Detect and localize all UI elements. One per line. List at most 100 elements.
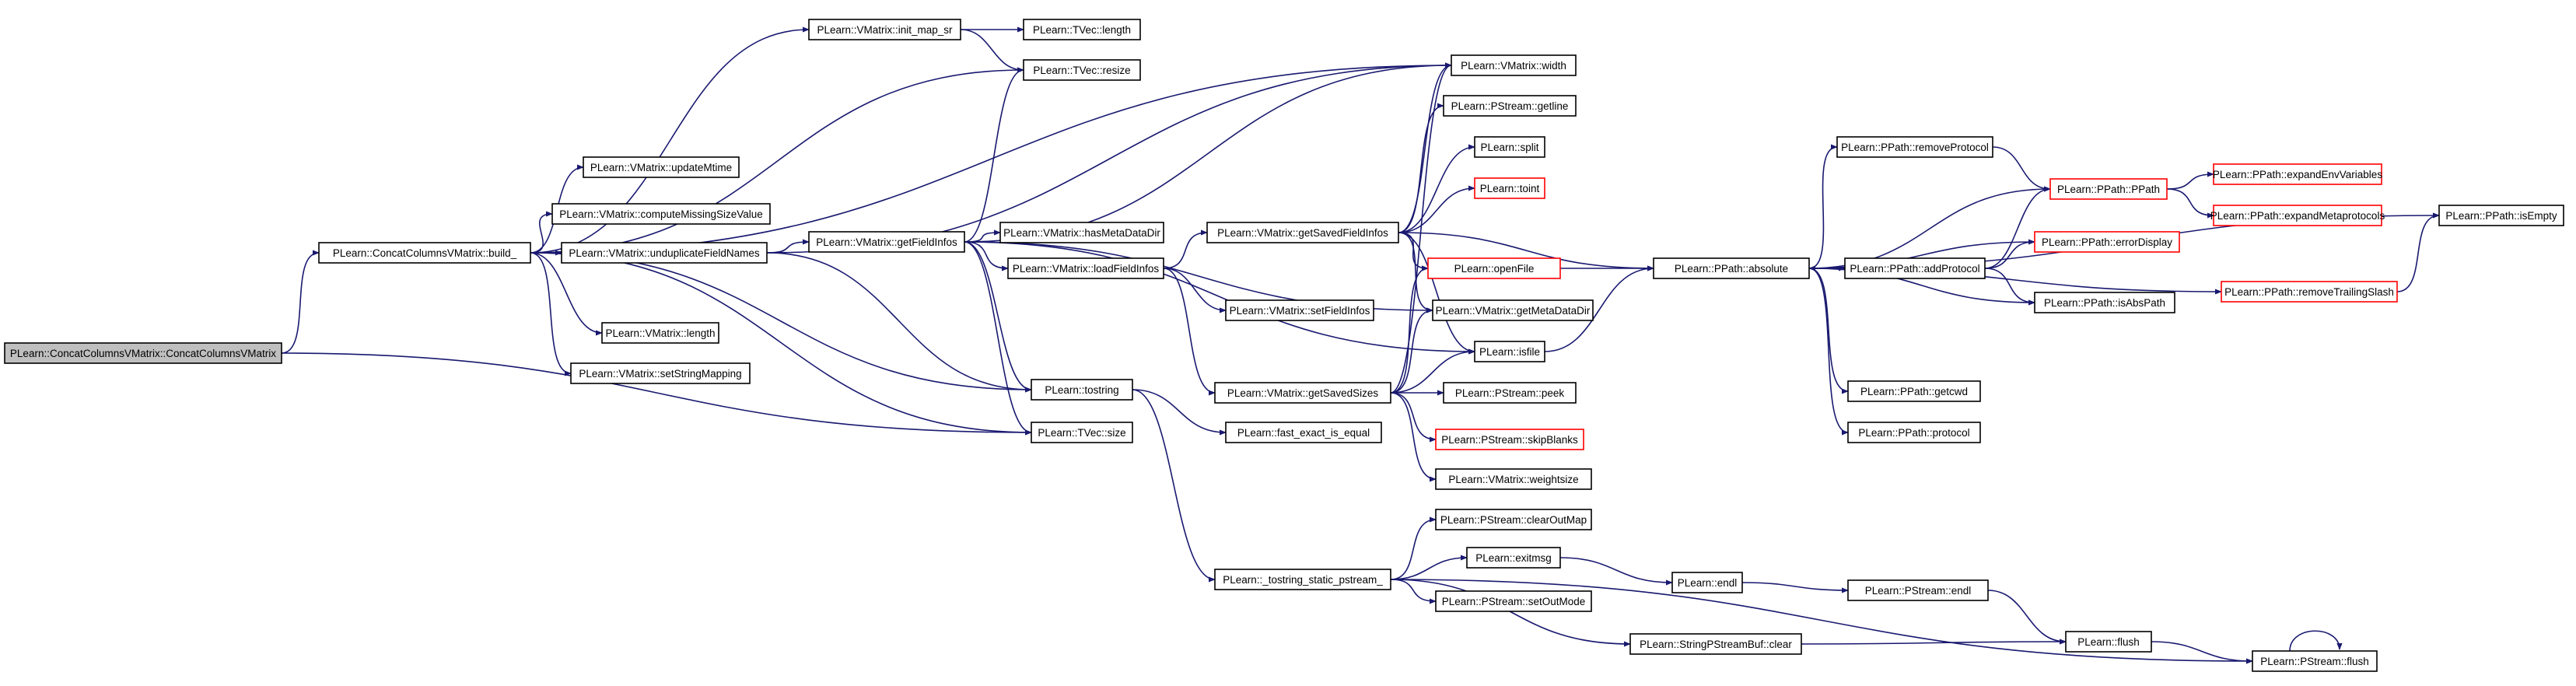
node-box[interactable] xyxy=(1629,633,1802,655)
node-spsbclear[interactable]: PLearn::StringPStreamBuf::clear xyxy=(1629,633,1802,655)
node-expenv[interactable]: PLearn::PPath::expandEnvVariables xyxy=(2213,163,2382,185)
node-box[interactable] xyxy=(2213,163,2382,185)
node-box[interactable] xyxy=(570,362,751,384)
node-label[interactable]: PLearn::PPath::errorDisplay xyxy=(2042,236,2172,248)
node-label[interactable]: PLearn::VMatrix::getFieldInfos xyxy=(816,236,957,248)
node-label[interactable]: PLearn::split xyxy=(1480,142,1538,153)
node-box[interactable] xyxy=(2438,205,2564,226)
node-build[interactable]: PLearn::ConcatColumnsVMatrix::build_ xyxy=(318,242,531,264)
node-box[interactable] xyxy=(318,242,531,264)
node-box[interactable] xyxy=(1847,422,1981,443)
node-removeproto[interactable]: PLearn::PPath::removeProtocol xyxy=(1836,136,1993,158)
node-label[interactable]: PLearn::StringPStreamBuf::clear xyxy=(1640,639,1792,650)
node-undup[interactable]: PLearn::VMatrix::unduplicateFieldNames xyxy=(561,242,768,264)
node-isfile[interactable]: PLearn::isfile xyxy=(1474,341,1545,362)
node-box[interactable] xyxy=(1427,257,1561,279)
node-label[interactable]: PLearn::VMatrix::weightsize xyxy=(1448,474,1578,485)
node-label[interactable]: PLearn::PPath::isAbsPath xyxy=(2044,297,2165,309)
node-label[interactable]: PLearn::VMatrix::length xyxy=(605,327,715,339)
node-resize[interactable]: PLearn::TVec::resize xyxy=(1023,59,1141,81)
node-box[interactable] xyxy=(1466,547,1561,569)
node-label[interactable]: PLearn::toint xyxy=(1480,183,1540,194)
node-weightsize[interactable]: PLearn::VMatrix::weightsize xyxy=(1435,468,1592,490)
node-label[interactable]: PLearn::ConcatColumnsVMatrix::ConcatColu… xyxy=(10,348,276,359)
node-box[interactable] xyxy=(1214,382,1391,404)
node-addproto[interactable]: PLearn::PPath::addProtocol xyxy=(1844,257,1986,279)
node-box[interactable] xyxy=(601,322,719,344)
node-label[interactable]: PLearn::VMatrix::setStringMapping xyxy=(579,368,741,380)
node-box[interactable] xyxy=(1653,257,1810,279)
node-box[interactable] xyxy=(1214,569,1391,590)
node-label[interactable]: PLearn::PPath::isEmpty xyxy=(2445,210,2557,222)
node-psflush[interactable]: PLearn::PStream::flush xyxy=(2252,650,2378,672)
node-box[interactable] xyxy=(1435,468,1592,490)
node-tostring[interactable]: PLearn::tostring xyxy=(1031,379,1133,401)
node-box[interactable] xyxy=(1474,136,1545,158)
node-openfile[interactable]: PLearn::openFile xyxy=(1427,257,1561,279)
node-label[interactable]: PLearn::isfile xyxy=(1479,346,1540,358)
node-rmtrail[interactable]: PLearn::PPath::removeTrailingSlash xyxy=(2221,281,2398,303)
node-label[interactable]: PLearn::PStream::peek xyxy=(1455,387,1565,399)
node-box[interactable] xyxy=(808,231,965,253)
node-root[interactable]: PLearn::ConcatColumnsVMatrix::ConcatColu… xyxy=(4,342,282,364)
node-box[interactable] xyxy=(1206,222,1399,243)
node-label[interactable]: PLearn::PStream::flush xyxy=(2260,656,2369,667)
node-getline[interactable]: PLearn::PStream::getline xyxy=(1443,95,1577,117)
node-label[interactable]: PLearn::_tostring_static_pstream_ xyxy=(1223,574,1383,586)
node-getmeta[interactable]: PLearn::VMatrix::getMetaDataDir xyxy=(1432,299,1594,321)
node-fastexact[interactable]: PLearn::fast_exact_is_equal xyxy=(1225,422,1382,443)
node-box[interactable] xyxy=(1435,590,1592,612)
node-box[interactable] xyxy=(1435,429,1584,450)
node-loadfi[interactable]: PLearn::VMatrix::loadFieldInfos xyxy=(1007,257,1164,279)
node-expmeta[interactable]: PLearn::PPath::expandMetaprotocols xyxy=(2210,205,2385,226)
node-box[interactable] xyxy=(551,203,771,225)
node-label[interactable]: PLearn::PStream::skipBlanks xyxy=(1441,434,1578,446)
node-label[interactable]: PLearn::PPath::getcwd xyxy=(1860,386,1968,397)
node-box[interactable] xyxy=(1031,379,1133,401)
node-setfi[interactable]: PLearn::VMatrix::setFieldInfos xyxy=(1225,299,1374,321)
node-tveclen[interactable]: PLearn::TVec::length xyxy=(1023,19,1141,40)
node-exitmsg[interactable]: PLearn::exitmsg xyxy=(1466,547,1561,569)
node-box[interactable] xyxy=(1023,19,1141,40)
node-tsp[interactable]: PLearn::_tostring_static_pstream_ xyxy=(1214,569,1391,590)
node-label[interactable]: PLearn::VMatrix::getSavedSizes xyxy=(1227,387,1379,399)
node-box[interactable] xyxy=(1225,299,1374,321)
node-box[interactable] xyxy=(1432,299,1594,321)
node-label[interactable]: PLearn::VMatrix::loadFieldInfos xyxy=(1013,263,1160,275)
node-box[interactable] xyxy=(2065,631,2152,653)
node-box[interactable] xyxy=(2049,178,2168,200)
node-initmap[interactable]: PLearn::VMatrix::init_map_sr xyxy=(808,19,961,40)
node-label[interactable]: PLearn::TVec::resize xyxy=(1033,65,1130,76)
node-label[interactable]: PLearn::VMatrix::init_map_sr xyxy=(817,24,953,36)
node-label[interactable]: PLearn::VMatrix::computeMissingSizeValue xyxy=(559,208,763,220)
node-compmiss[interactable]: PLearn::VMatrix::computeMissingSizeValue xyxy=(551,203,771,225)
node-hasmeta[interactable]: PLearn::VMatrix::hasMetaDataDir xyxy=(999,222,1164,243)
node-label[interactable]: PLearn::TVec::length xyxy=(1033,24,1131,36)
node-setoutmode[interactable]: PLearn::PStream::setOutMode xyxy=(1435,590,1592,612)
node-label[interactable]: PLearn::VMatrix::width xyxy=(1461,60,1566,72)
node-box[interactable] xyxy=(1844,257,1986,279)
node-box[interactable] xyxy=(1847,579,1989,601)
node-box[interactable] xyxy=(1474,341,1545,362)
node-pppath[interactable]: PLearn::PPath::PPath xyxy=(2049,178,2168,200)
node-label[interactable]: PLearn::openFile xyxy=(1454,263,1535,275)
node-box[interactable] xyxy=(1847,380,1981,402)
node-label[interactable]: PLearn::PPath::removeTrailingSlash xyxy=(2224,286,2394,298)
node-box[interactable] xyxy=(2034,292,2175,313)
node-label[interactable]: PLearn::VMatrix::updateMtime xyxy=(590,162,732,173)
node-label[interactable]: PLearn::PPath::absolute xyxy=(1675,263,1788,275)
node-box[interactable] xyxy=(1474,177,1545,199)
node-label[interactable]: PLearn::PStream::getline xyxy=(1451,100,1569,112)
node-label[interactable]: PLearn::PPath::removeProtocol xyxy=(1841,142,1989,153)
node-box[interactable] xyxy=(2034,231,2180,253)
node-errdisp[interactable]: PLearn::PPath::errorDisplay xyxy=(2034,231,2180,253)
node-box[interactable] xyxy=(1451,54,1577,76)
node-setsm[interactable]: PLearn::VMatrix::setStringMapping xyxy=(570,362,751,384)
node-protocol[interactable]: PLearn::PPath::protocol xyxy=(1847,422,1981,443)
node-width[interactable]: PLearn::VMatrix::width xyxy=(1451,54,1577,76)
node-box[interactable] xyxy=(2221,281,2398,303)
node-label[interactable]: PLearn::VMatrix::getSavedFieldInfos xyxy=(1217,227,1388,239)
node-box[interactable] xyxy=(561,242,768,264)
node-label[interactable]: PLearn::VMatrix::unduplicateFieldNames xyxy=(569,247,760,259)
node-split[interactable]: PLearn::split xyxy=(1474,136,1545,158)
